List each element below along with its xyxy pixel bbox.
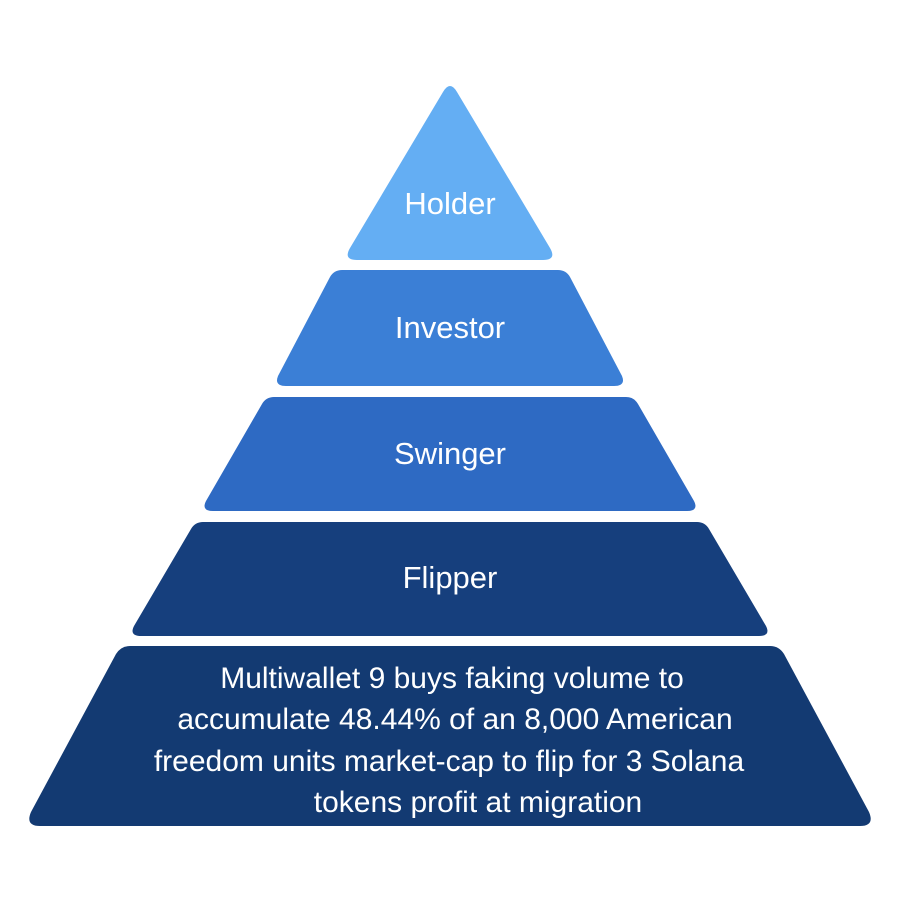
tier-investor-label: Investor (395, 310, 505, 345)
tier-investor: Investor (277, 270, 623, 386)
tier-flipper: Flipper (132, 522, 768, 636)
tier-investor-shape (277, 270, 623, 386)
tier-flipper-shape (132, 522, 768, 636)
tier-base-line-2: accumulate 48.44% of an 8,000 American (177, 703, 732, 736)
tier-swinger: Swinger (204, 397, 696, 511)
tier-swinger-shape (204, 397, 696, 511)
tier-base-line-3: freedom units market-cap to flip for 3 S… (154, 745, 745, 778)
tier-holder-label: Holder (404, 186, 495, 221)
tier-holder: Holder (347, 86, 553, 260)
tier-base: Multiwallet 9 buys faking volume to accu… (29, 646, 871, 826)
tier-swinger-label: Swinger (394, 436, 506, 471)
tier-base-line-4: tokens profit at migration (314, 786, 643, 819)
tier-holder-shape (347, 86, 553, 260)
tier-base-line-1: Multiwallet 9 buys faking volume to (220, 662, 684, 695)
tier-base-shape (29, 646, 871, 826)
tier-flipper-label: Flipper (403, 560, 498, 595)
